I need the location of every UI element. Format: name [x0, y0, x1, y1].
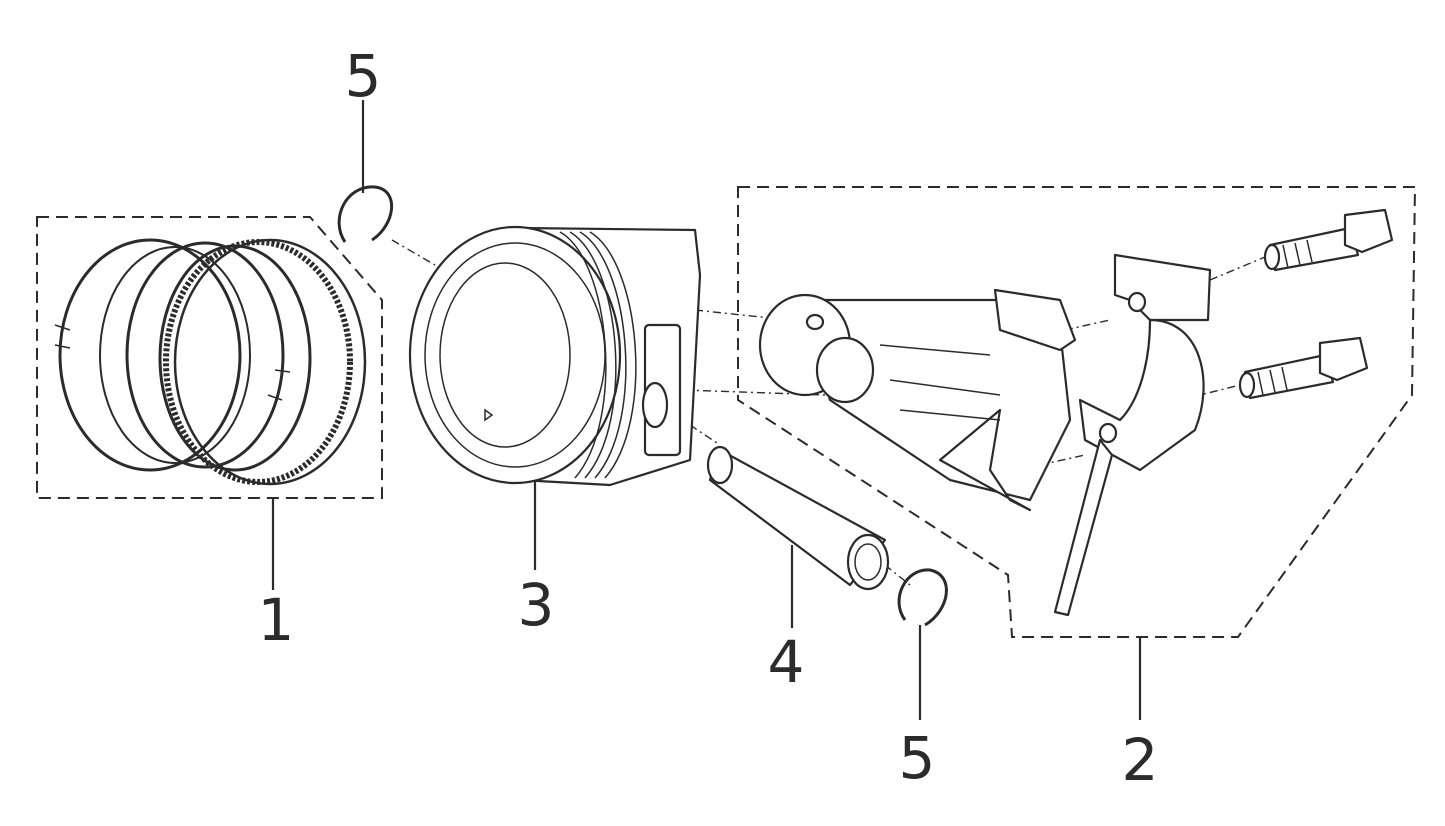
connecting-rod-assembly [758, 208, 1394, 617]
ring-set-group-box [36, 216, 383, 499]
callout-circlip-bottom: 5 [899, 724, 936, 792]
piston-pin [706, 445, 890, 591]
connecting-rod-group-box [737, 186, 1417, 638]
circlip-top [337, 185, 393, 243]
callout-connecting-rod-assembly: 2 [1122, 726, 1159, 794]
callout-piston: 3 [518, 571, 555, 639]
callout-circlip-top: 5 [345, 42, 382, 110]
piston-ring-set [54, 238, 367, 486]
leader-lines [271, 100, 1142, 720]
assembly-guide-lines [391, 239, 1266, 586]
callout-piston-ring-set: 1 [258, 586, 295, 654]
circlip-bottom [897, 568, 948, 627]
piston [408, 225, 702, 487]
callout-piston-pin: 4 [768, 628, 805, 696]
